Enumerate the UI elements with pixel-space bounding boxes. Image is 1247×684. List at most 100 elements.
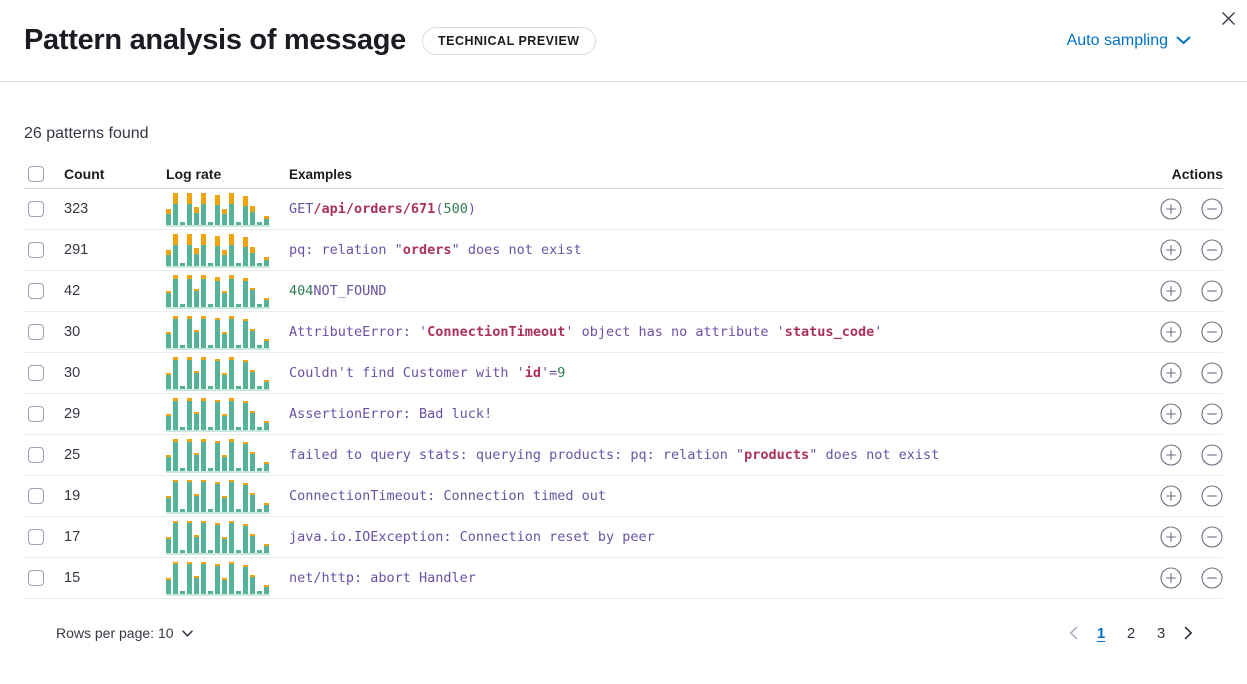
- page-button-3[interactable]: 3: [1148, 620, 1174, 646]
- column-header-log-rate: Log rate: [166, 166, 222, 182]
- count-value: 17: [64, 529, 81, 545]
- plus-in-circle-icon: [1159, 239, 1182, 261]
- plus-in-circle-icon: [1159, 444, 1182, 466]
- filter-in-pattern-button[interactable]: [1159, 403, 1182, 426]
- close-button[interactable]: [1216, 6, 1240, 30]
- row-checkbox[interactable]: [28, 488, 44, 504]
- filter-out-pattern-button[interactable]: [1200, 403, 1223, 426]
- filter-in-pattern-button[interactable]: [1159, 526, 1182, 549]
- log-rate-sparkline: [166, 437, 270, 474]
- page-button-1[interactable]: 1: [1088, 620, 1114, 646]
- filter-out-pattern-button[interactable]: [1200, 280, 1223, 303]
- page-title: Pattern analysis of message: [24, 24, 406, 56]
- table-header-row: Count Log rate Examples Actions: [24, 160, 1223, 189]
- chevron-left-icon: [1070, 626, 1078, 640]
- filter-in-pattern-button[interactable]: [1159, 280, 1182, 303]
- row-checkbox[interactable]: [28, 529, 44, 545]
- previous-page-button[interactable]: [1063, 626, 1084, 640]
- header-divider: [0, 81, 1247, 82]
- log-rate-sparkline: [166, 232, 270, 269]
- technical-preview-badge: TECHNICAL PREVIEW: [421, 26, 596, 55]
- filter-in-pattern-button[interactable]: [1159, 567, 1182, 590]
- filter-in-pattern-button[interactable]: [1159, 444, 1182, 467]
- log-rate-sparkline: [166, 560, 270, 597]
- minus-in-circle-icon: [1200, 444, 1223, 466]
- row-checkbox[interactable]: [28, 570, 44, 586]
- log-rate-sparkline: [166, 478, 270, 515]
- pattern-example: java.io.IOException: Connection reset by…: [289, 529, 655, 545]
- pattern-example: 404 NOT_FOUND: [289, 283, 387, 299]
- minus-in-circle-icon: [1200, 403, 1223, 425]
- pattern-example: AttributeError: 'ConnectionTimeout' obje…: [289, 324, 883, 340]
- sampling-label: Auto sampling: [1066, 31, 1168, 49]
- next-page-button[interactable]: [1178, 626, 1199, 640]
- flyout-header: Pattern analysis of message TECHNICAL PR…: [0, 0, 1247, 57]
- pattern-example: ConnectionTimeout: Connection timed out: [289, 488, 606, 504]
- plus-in-circle-icon: [1159, 485, 1182, 507]
- minus-in-circle-icon: [1200, 567, 1223, 589]
- count-value: 25: [64, 447, 81, 463]
- row-checkbox[interactable]: [28, 406, 44, 422]
- pattern-example: pq: relation "orders" does not exist: [289, 242, 582, 258]
- row-checkbox[interactable]: [28, 324, 44, 340]
- chevron-down-icon: [181, 629, 193, 637]
- minus-in-circle-icon: [1200, 321, 1223, 343]
- pattern-example: net/http: abort Handler: [289, 570, 476, 586]
- filter-out-pattern-button[interactable]: [1200, 444, 1223, 467]
- row-checkbox[interactable]: [28, 365, 44, 381]
- plus-in-circle-icon: [1159, 526, 1182, 548]
- filter-out-pattern-button[interactable]: [1200, 526, 1223, 549]
- pattern-example: failed to query stats: querying products…: [289, 447, 940, 463]
- table-row: 15 net/http: abort Handler: [24, 558, 1223, 599]
- count-value: 30: [64, 324, 81, 340]
- filter-out-pattern-button[interactable]: [1200, 198, 1223, 221]
- filter-in-pattern-button[interactable]: [1159, 362, 1182, 385]
- filter-in-pattern-button[interactable]: [1159, 485, 1182, 508]
- row-checkbox[interactable]: [28, 283, 44, 299]
- plus-in-circle-icon: [1159, 321, 1182, 343]
- select-all-checkbox[interactable]: [28, 166, 44, 182]
- flyout-body: 26 patterns found Count Log rate Example…: [0, 125, 1247, 646]
- plus-in-circle-icon: [1159, 567, 1182, 589]
- page-button-2[interactable]: 2: [1118, 620, 1144, 646]
- sampling-dropdown[interactable]: Auto sampling: [1067, 32, 1191, 50]
- filter-in-pattern-button[interactable]: [1159, 239, 1182, 262]
- plus-in-circle-icon: [1159, 280, 1182, 302]
- rows-per-page-button[interactable]: Rows per page: 10: [56, 625, 193, 641]
- minus-in-circle-icon: [1200, 239, 1223, 261]
- row-checkbox[interactable]: [28, 447, 44, 463]
- pattern-example: Couldn't find Customer with 'id'=9: [289, 365, 566, 381]
- filter-out-pattern-button[interactable]: [1200, 485, 1223, 508]
- filter-out-pattern-button[interactable]: [1200, 567, 1223, 590]
- rows-per-page-label: Rows per page: 10: [56, 625, 174, 641]
- filter-out-pattern-button[interactable]: [1200, 321, 1223, 344]
- count-value: 42: [64, 283, 81, 299]
- minus-in-circle-icon: [1200, 280, 1223, 302]
- count-value: 15: [64, 570, 81, 586]
- chevron-right-icon: [1184, 626, 1192, 640]
- column-header-actions: Actions: [1171, 166, 1223, 182]
- log-rate-sparkline: [166, 519, 270, 556]
- plus-in-circle-icon: [1159, 362, 1182, 384]
- plus-in-circle-icon: [1159, 403, 1182, 425]
- plus-in-circle-icon: [1159, 198, 1182, 220]
- table-row: 30 AttributeError: 'ConnectionTimeout' ob…: [24, 312, 1223, 353]
- log-rate-sparkline: [166, 273, 270, 310]
- filter-out-pattern-button[interactable]: [1200, 239, 1223, 262]
- filter-out-pattern-button[interactable]: [1200, 362, 1223, 385]
- filter-in-pattern-button[interactable]: [1159, 321, 1182, 344]
- row-checkbox[interactable]: [28, 201, 44, 217]
- log-rate-sparkline: [166, 396, 270, 433]
- filter-in-pattern-button[interactable]: [1159, 198, 1182, 221]
- row-checkbox[interactable]: [28, 242, 44, 258]
